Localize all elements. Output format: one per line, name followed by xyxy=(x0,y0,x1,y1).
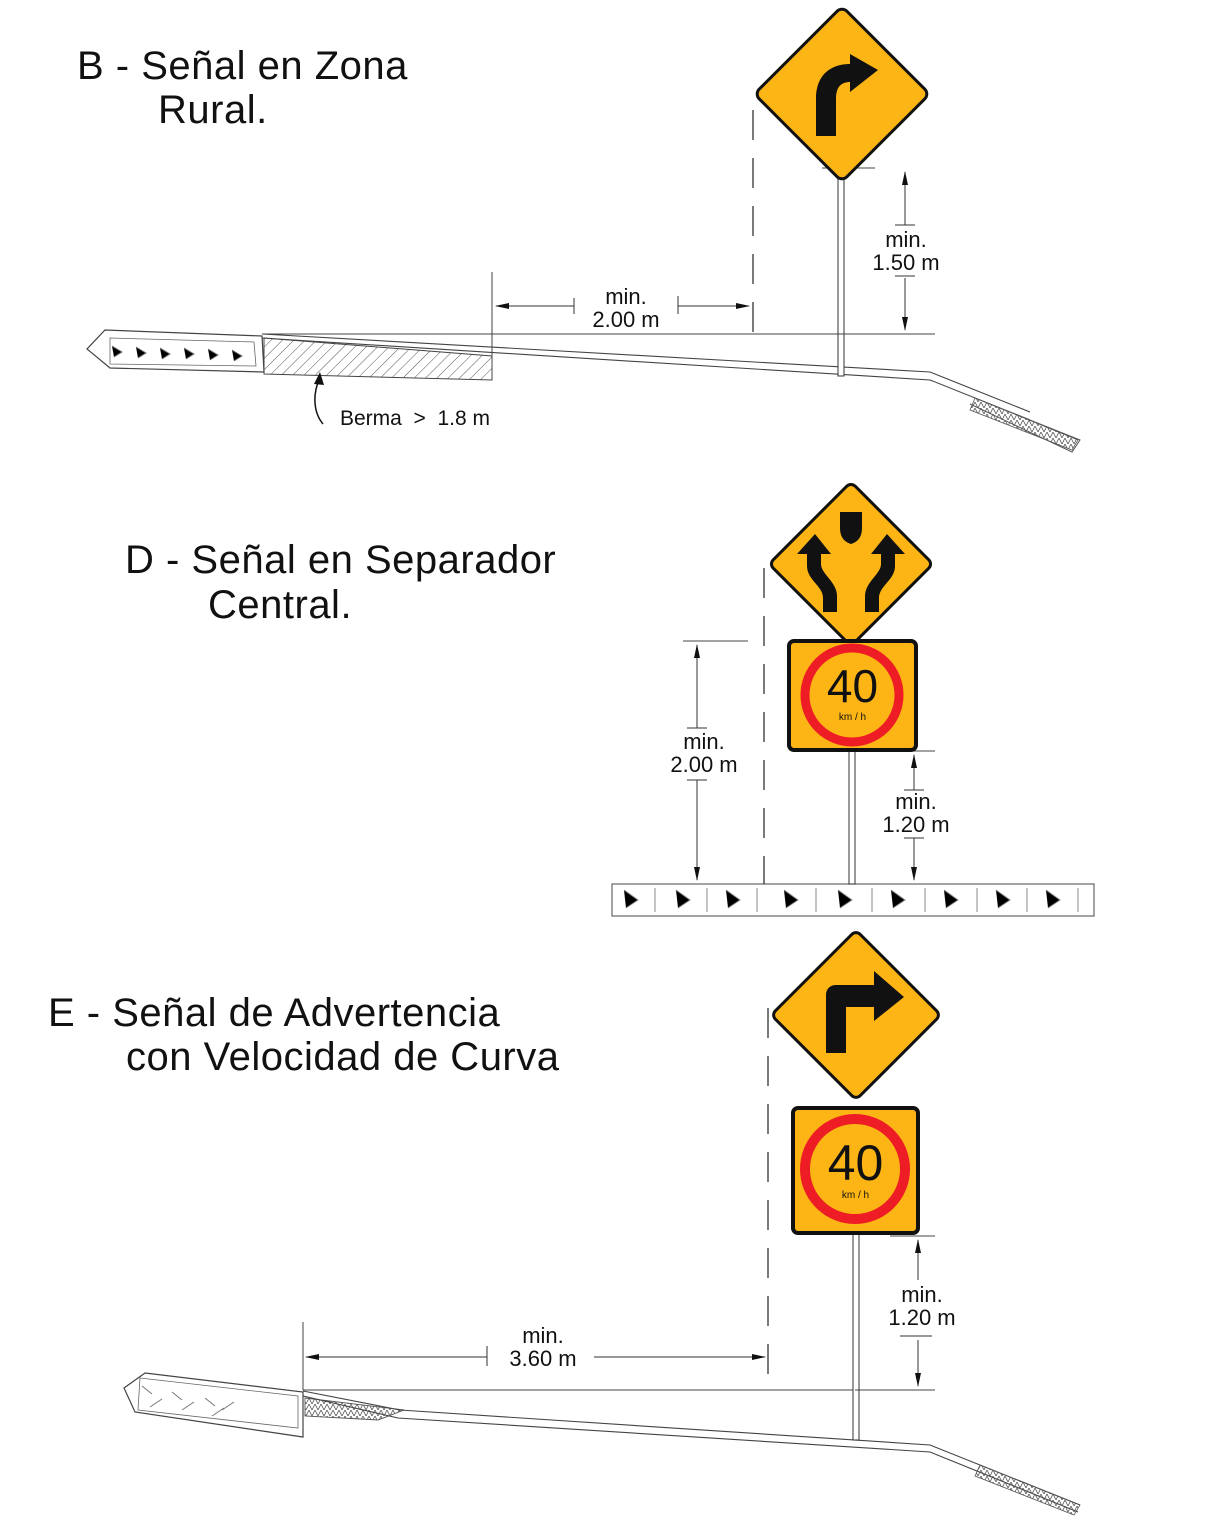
section-e-drawing xyxy=(123,931,1081,1516)
berma-annotation: Berma > 1.8 m xyxy=(340,407,490,430)
section-d-title: D - Señal en Separador xyxy=(125,538,557,582)
section-d-subtitle: Central. xyxy=(208,583,353,627)
dim-label: min. xyxy=(683,729,725,754)
dim-label: min. xyxy=(885,227,927,252)
section-e-subtitle: con Velocidad de Curva xyxy=(126,1035,560,1079)
speed-unit-d: km / h xyxy=(838,712,867,723)
section-b-subtitle: Rural. xyxy=(158,88,268,132)
dim-b-horizontal: min. 2.00 m xyxy=(578,285,674,331)
sign-post xyxy=(837,164,845,377)
sharp-turn-right-sign-icon xyxy=(772,931,940,1099)
berma-pointer-arrow-icon xyxy=(314,372,324,425)
dim-e-horizontal: min. 3.60 m xyxy=(492,1324,594,1370)
section-d-drawing xyxy=(611,482,1095,917)
curb-left xyxy=(86,329,265,373)
dim-label: min. xyxy=(901,1282,943,1307)
speed-value-d: 40 xyxy=(826,660,879,712)
speed-plate-icon xyxy=(791,1106,920,1235)
dim-label: min. xyxy=(522,1323,564,1348)
section-b-title: B - Señal en Zona xyxy=(77,44,408,88)
speed-plate-icon xyxy=(787,639,918,752)
sign-post xyxy=(848,749,856,885)
speed-value-e: 40 xyxy=(827,1135,884,1191)
dim-label: min. xyxy=(605,284,647,309)
dim-value: 1.20 m xyxy=(888,1305,956,1330)
divided-road-sign-icon xyxy=(769,482,933,646)
dim-value: 3.60 m xyxy=(509,1346,577,1371)
dim-d-right-vertical: min. 1.20 m xyxy=(868,790,964,836)
dim-value: 1.50 m xyxy=(872,250,940,275)
dim-e-vertical: min. 1.20 m xyxy=(874,1283,970,1329)
dim-value: 2.00 m xyxy=(670,752,738,777)
dim-value: 2.00 m xyxy=(592,307,660,332)
speed-unit-e: km / h xyxy=(841,1190,870,1201)
curve-right-sign-icon xyxy=(755,7,929,181)
section-e-title: E - Señal de Advertencia xyxy=(48,991,501,1035)
sign-post xyxy=(852,1233,860,1441)
dim-d-left-vertical: min. 2.00 m xyxy=(656,730,752,776)
berma-hatch xyxy=(263,337,493,381)
section-b-drawing xyxy=(86,7,1081,453)
dim-label: min. xyxy=(895,789,937,814)
dim-b-vertical: min. 1.50 m xyxy=(858,228,954,274)
dim-value: 1.20 m xyxy=(882,812,950,837)
